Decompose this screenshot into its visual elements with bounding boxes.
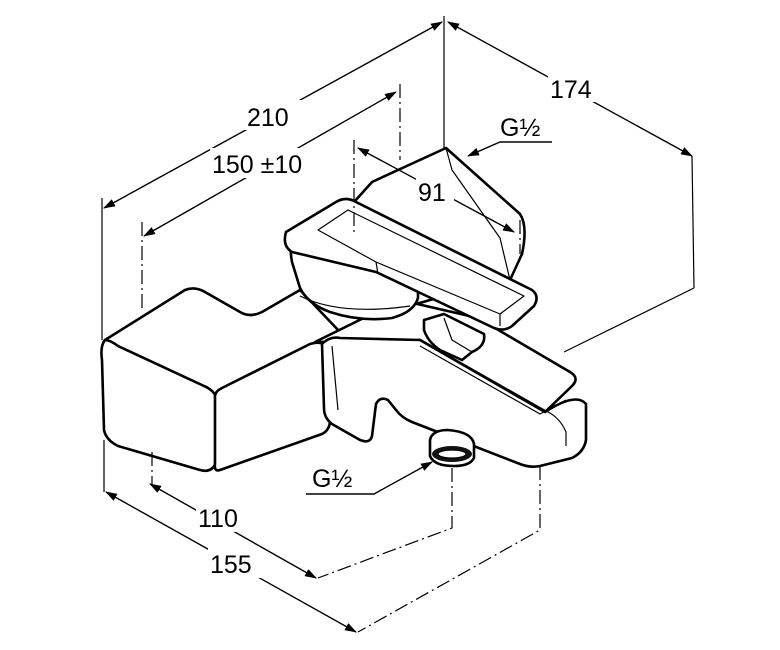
faucet-body: [100, 146, 588, 473]
label-thread-top: G½: [500, 114, 540, 142]
label-174: 174: [550, 76, 592, 104]
label-150: 150 ±10: [212, 151, 302, 179]
diverter-knob-edge: [443, 317, 473, 353]
label-thread-bottom: G½: [312, 465, 352, 493]
spout-inner-outline: [427, 343, 567, 446]
diverter-knob: [422, 312, 486, 362]
outlet-aerator-inner: [437, 449, 467, 459]
label-bg-110: [196, 502, 248, 532]
label-110: 110: [198, 505, 238, 533]
label-bg-174: [548, 72, 600, 102]
lever-base-underside: [299, 295, 411, 310]
label-91: 91: [418, 179, 446, 207]
ext-174-right: [691, 155, 695, 289]
label-210: 210: [247, 104, 289, 132]
lever-edge: [375, 261, 501, 326]
label-bg-150: [210, 148, 326, 178]
body-front-face: [100, 338, 220, 473]
label-155: 155: [210, 551, 252, 579]
ext-155-right: [357, 466, 541, 633]
dimension-labels: 210 150 ±10 174 91 G½ G½ 110 155: [196, 72, 600, 579]
ext-174-bottom: [563, 287, 695, 353]
label-bg-210: [244, 100, 304, 130]
ext-110-right: [317, 468, 453, 579]
spout-edge-line: [331, 345, 567, 415]
leader-g-top: [467, 141, 552, 157]
label-bg-155: [208, 548, 262, 578]
spout-top: [313, 298, 577, 414]
label-bg-91: [416, 176, 454, 206]
